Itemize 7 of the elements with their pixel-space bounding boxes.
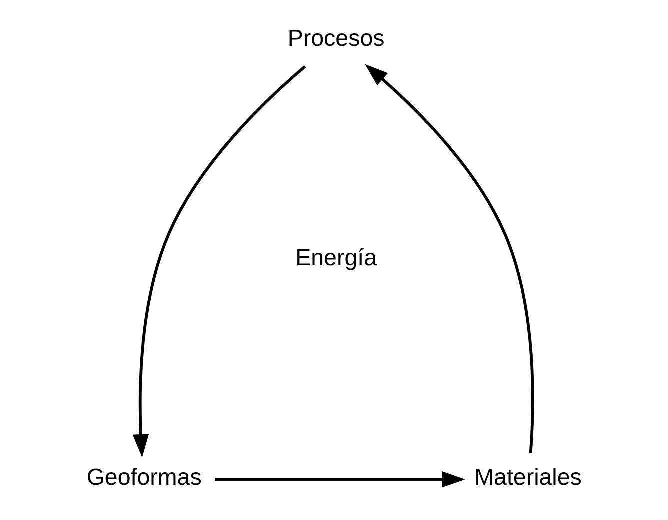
node-text: Geoformas (86, 464, 202, 490)
label: Energía (295, 244, 377, 271)
node-text: Procesos (287, 24, 384, 51)
arrow (214, 471, 465, 488)
arrow (132, 66, 306, 458)
node-text: Materiales (474, 464, 582, 490)
arrow (364, 64, 534, 454)
